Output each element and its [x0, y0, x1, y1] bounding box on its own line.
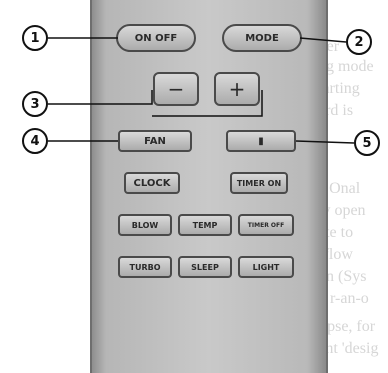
light-button[interactable]: LIGHT [238, 256, 294, 278]
temp-button[interactable]: TEMP [178, 214, 232, 236]
timer-on-button[interactable]: TIMER ON [230, 172, 288, 194]
timer-off-button[interactable]: TIMER OFF [238, 214, 294, 236]
sleep-button[interactable]: SLEEP [178, 256, 232, 278]
blow-button[interactable]: BLOW [118, 214, 172, 236]
mid-button[interactable]: ▮ [226, 130, 296, 152]
leader-line-3b [152, 90, 263, 117]
background-text: r-an-o [330, 290, 369, 307]
leader-line-2 [299, 37, 347, 43]
callout-3: 3 [22, 91, 48, 117]
minus-button[interactable]: − [153, 72, 199, 106]
leader-line-3a [48, 90, 153, 105]
background-text: ng mode [318, 58, 374, 75]
background-text: tarting [318, 80, 360, 97]
clock-button[interactable]: CLOCK [124, 172, 180, 194]
background-text: ly open [318, 202, 366, 219]
plus-button[interactable]: + [214, 72, 260, 106]
callout-1: 1 [22, 25, 48, 51]
leader-line-5 [295, 140, 355, 144]
fan-button[interactable]: FAN [118, 130, 192, 152]
background-text: e Onal [318, 180, 361, 197]
turbo-button[interactable]: TURBO [118, 256, 172, 278]
mode-button[interactable]: MODE [222, 24, 302, 52]
background-text: bn (Sys [318, 268, 367, 285]
callout-4: 4 [22, 128, 48, 154]
callout-2: 2 [346, 29, 372, 55]
on-off-button[interactable]: ON OFF [116, 24, 196, 52]
callout-5: 5 [354, 130, 380, 156]
